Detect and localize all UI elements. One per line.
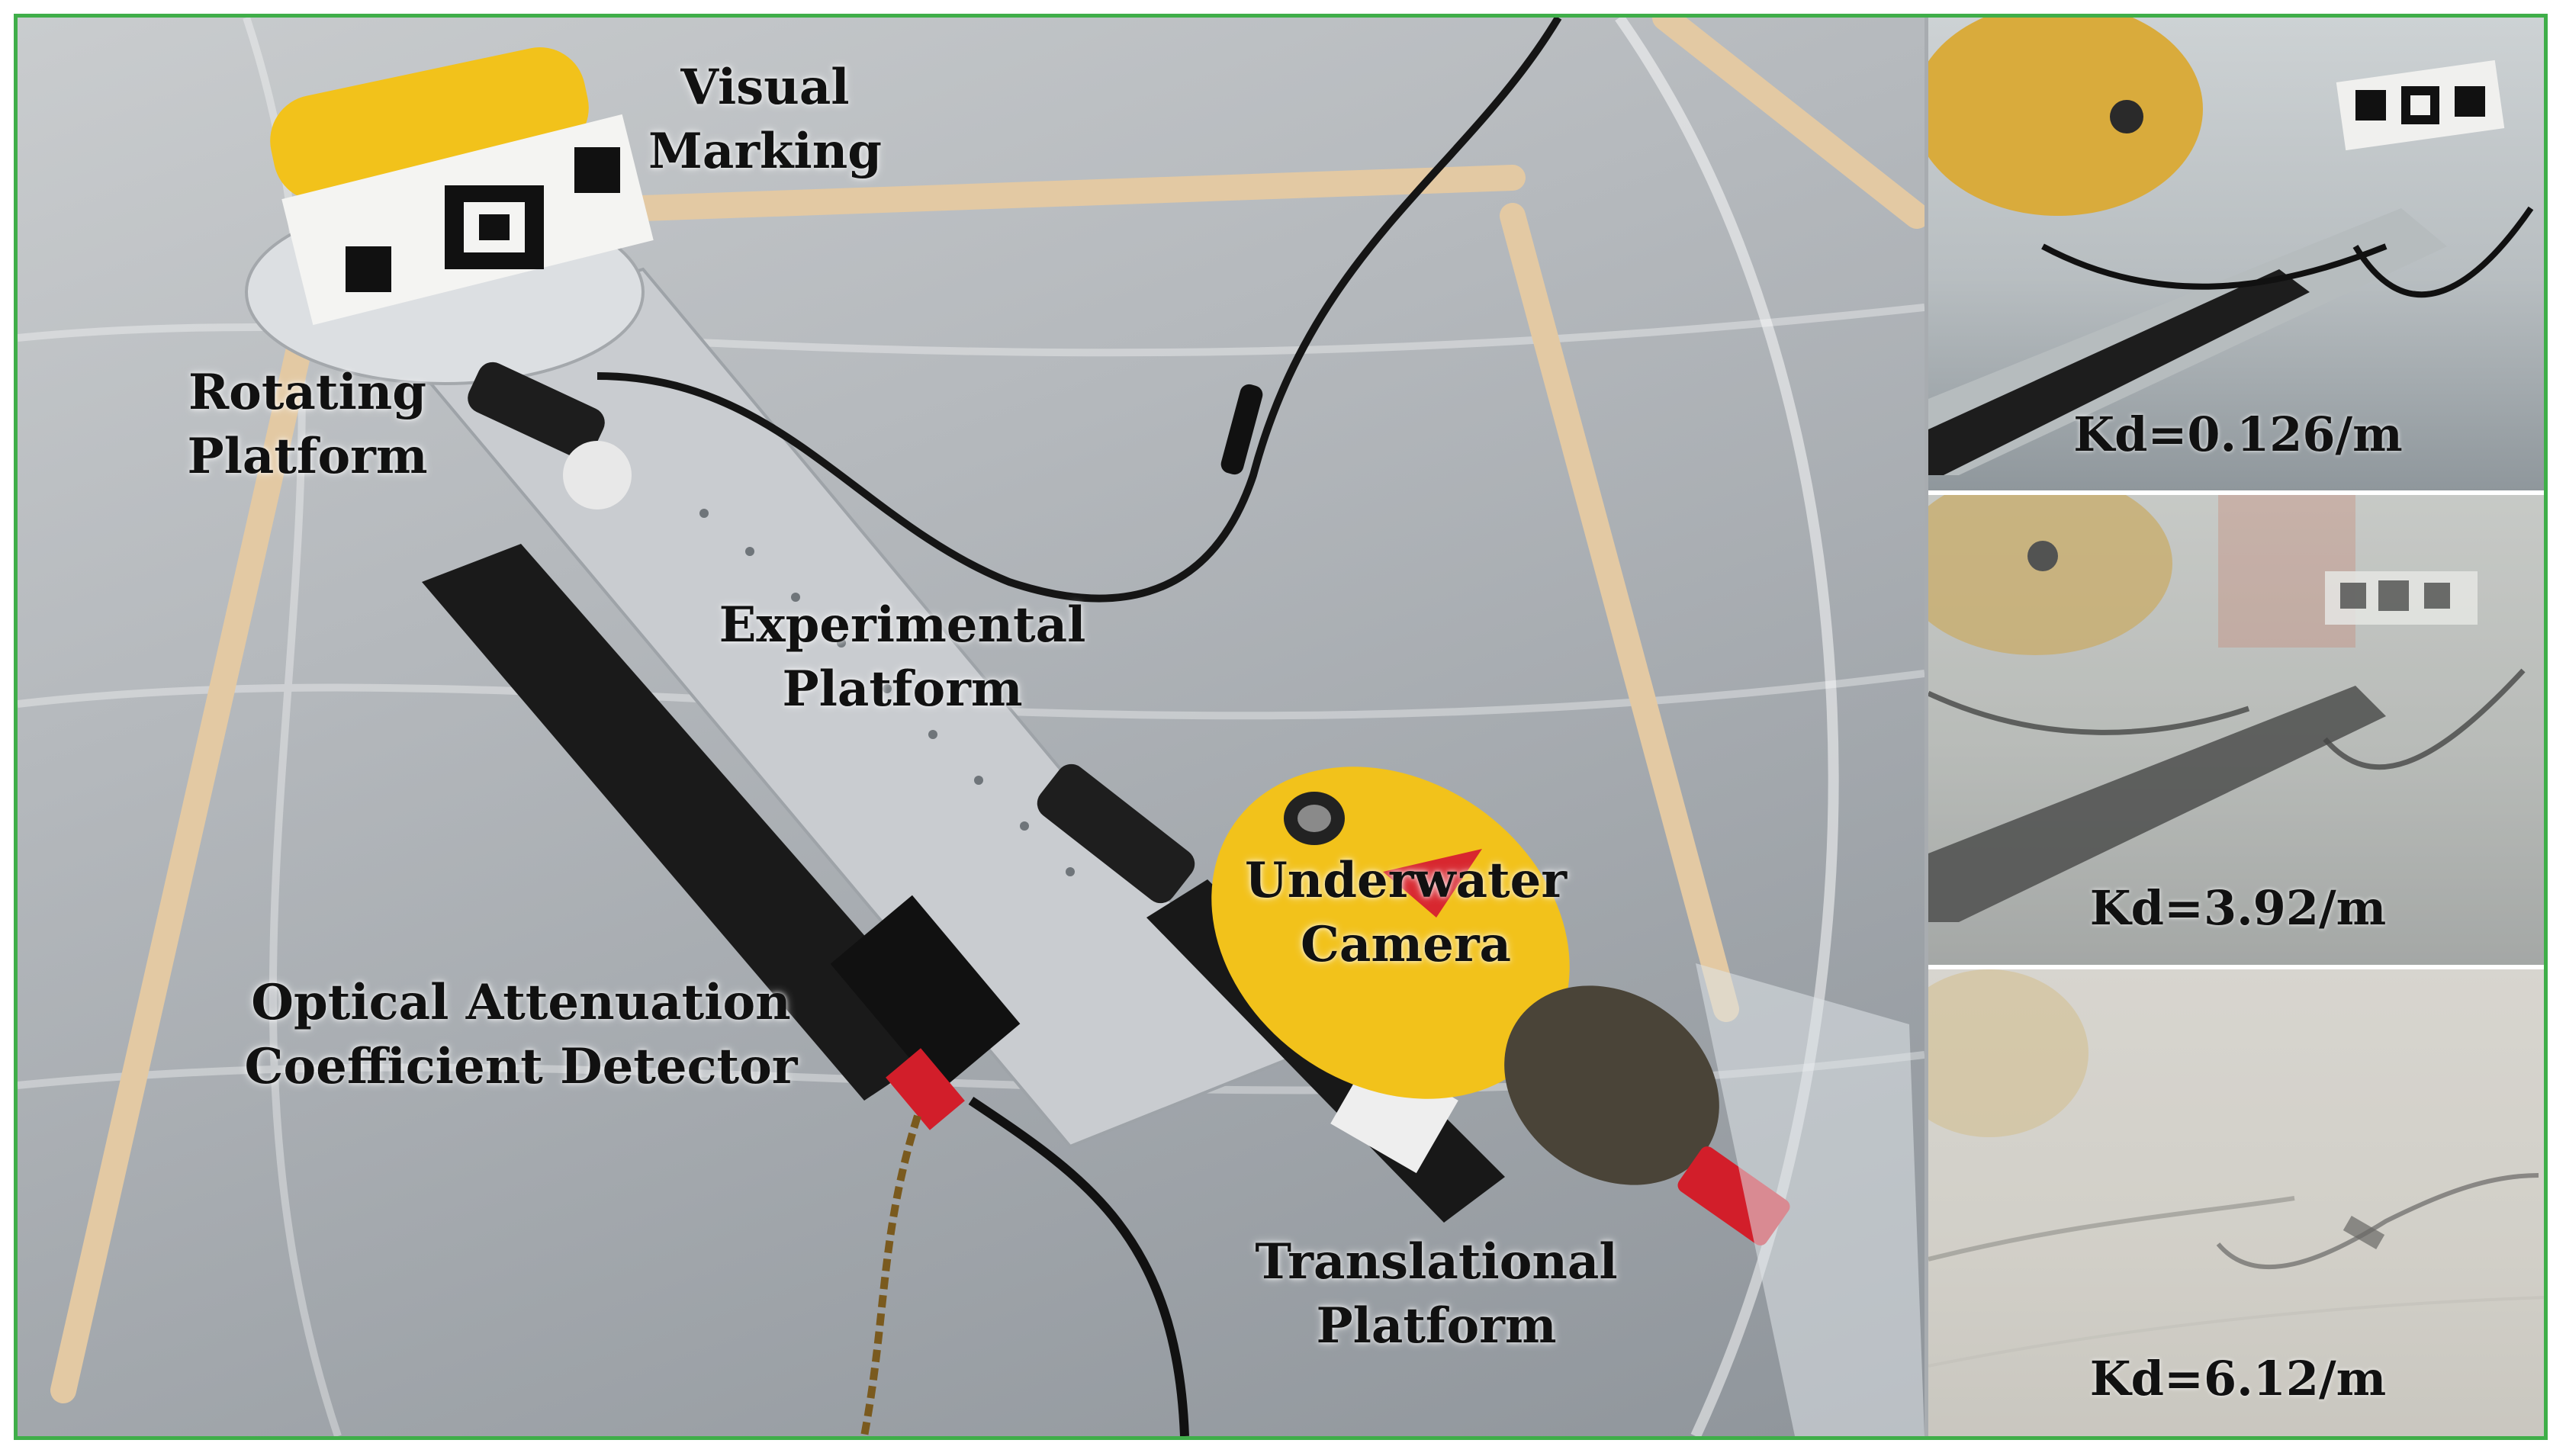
optical-detector-label: Optical Attenuation Coefficient Detector [208,971,834,1099]
experimental-platform-label-line2: Platform [782,661,1023,718]
rotating-platform-label-line2: Platform [187,428,428,485]
wooden-rods [50,18,1924,1403]
underwater-camera-body [1211,767,1790,1245]
kd-label-medium: Kd=3.92/m [2089,880,2387,936]
panel-medium-turbidity: Kd=3.92/m [1928,495,2544,965]
kd-label-high: Kd=6.12/m [2089,1351,2387,1406]
panel-medium-turbidity-scene [1928,495,2544,965]
experimental-platform-label: Experimental Platform [704,593,1101,722]
panel-high-turbidity-scene [1928,969,2544,1436]
cable [596,18,1562,603]
turbidity-panels: Kd=0.126/m Kd=3.92/m [1928,18,2544,1436]
underwater-camera-label: Underwater Camera [1223,849,1589,977]
setup-illustration [18,18,1924,1436]
visual-marking-label-line1: Visual [680,59,850,116]
translational-platform-label: Translational Platform [1230,1230,1642,1358]
visual-marking-label-line2: Marking [648,123,882,180]
main-photo: Visual Marking Rotating Platform Experim… [18,18,1924,1436]
rotating-platform-label: Rotating Platform [178,361,437,489]
panel-high-turbidity: Kd=6.12/m [1928,969,2544,1436]
panel-clear-water: Kd=0.126/m [1928,18,2544,490]
figure-frame: Visual Marking Rotating Platform Experim… [14,14,2548,1440]
rotating-platform-label-line1: Rotating [188,364,427,421]
underwater-camera-label-line1: Underwater [1244,852,1568,909]
detector-body [422,544,1021,1130]
experimental-platform-label-line1: Experimental [719,596,1086,654]
optical-detector-label-line1: Optical Attenuation [251,974,791,1031]
visual-marking-object [270,47,654,326]
underwater-camera-label-line2: Camera [1300,916,1512,973]
translational-platform-label-line2: Platform [1316,1297,1557,1355]
kd-label-clear: Kd=0.126/m [2073,407,2403,462]
visual-marking-label: Visual Marking [643,56,887,184]
panel-clear-water-scene [1928,18,2534,475]
optical-detector-label-line2: Coefficient Detector [244,1038,798,1095]
plate-holes [699,509,1075,876]
translational-platform-label-line1: Translational [1255,1233,1618,1290]
